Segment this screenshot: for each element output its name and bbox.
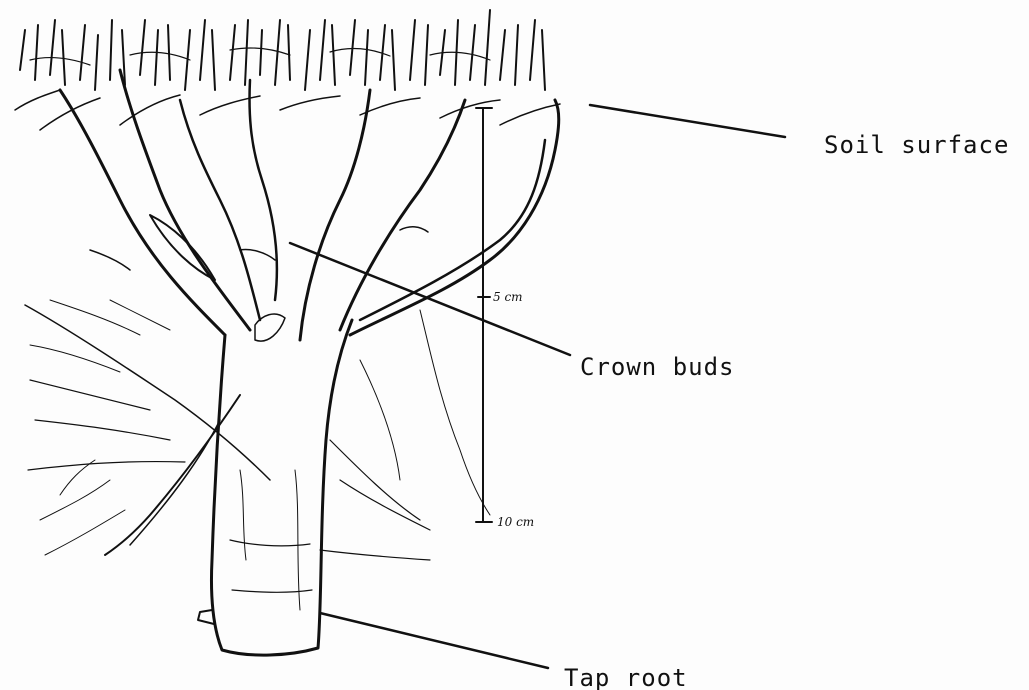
top-shoot-tufts xyxy=(15,10,560,130)
tap-root-drawing xyxy=(198,320,352,655)
soil-surface-label: Soil surface xyxy=(824,131,1009,159)
crown-buds-label: Crown buds xyxy=(580,353,735,381)
leader-lines xyxy=(290,105,785,668)
scale-label-10: 10 cm xyxy=(497,515,534,529)
measurement-scale: 5 cm 10 cm xyxy=(476,108,534,529)
soil-surface-leader xyxy=(590,105,785,137)
fibrous-roots-drawing xyxy=(25,300,490,560)
scale-label-5: 5 cm xyxy=(493,290,523,304)
tap-root-label: Tap root xyxy=(564,664,688,690)
crown-buds-leader xyxy=(290,243,570,355)
tap-root-leader xyxy=(320,613,548,668)
